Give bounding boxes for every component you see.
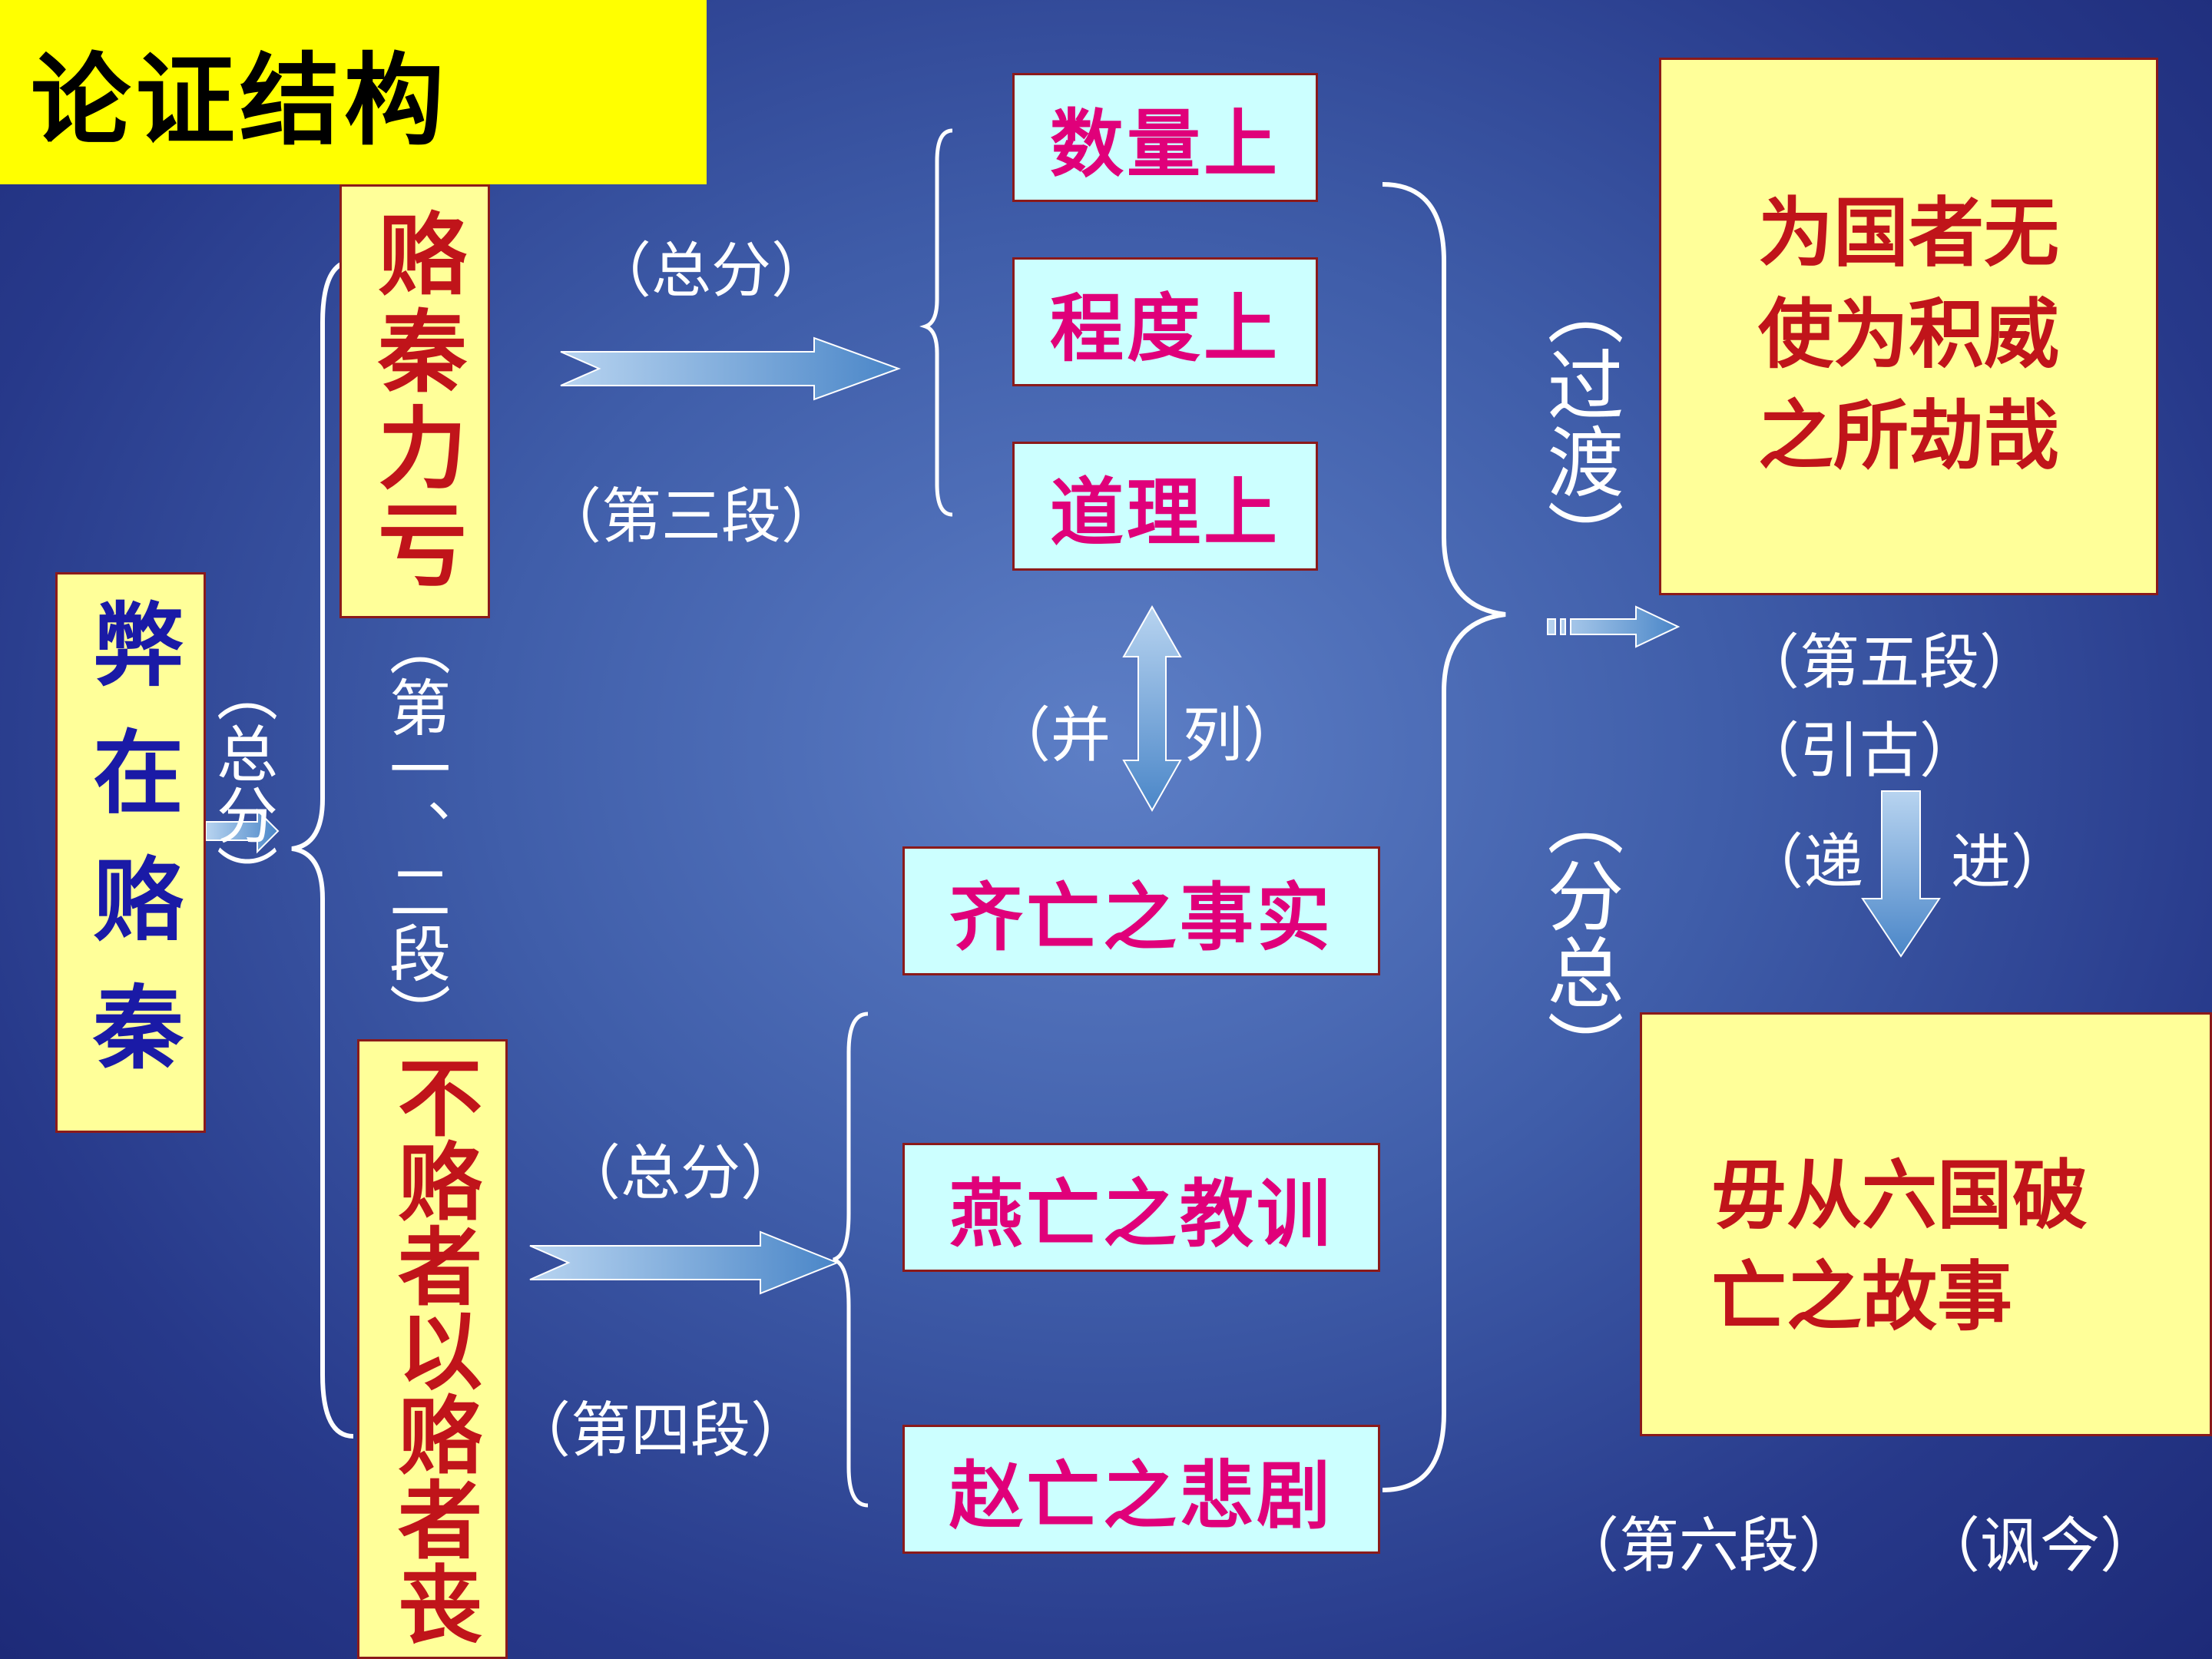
top-para-label: （第三段） bbox=[541, 482, 842, 551]
top-items-brace bbox=[919, 128, 953, 517]
top-item-2: 程度上 bbox=[1012, 257, 1318, 386]
title-bar: 论证结构 bbox=[0, 0, 707, 184]
bottom-para-label: （第四段） bbox=[511, 1396, 811, 1465]
right-big-brace bbox=[1382, 182, 1506, 1492]
yingu-label: （引古） bbox=[1740, 717, 1980, 786]
top-item-3-text: 道理上 bbox=[1050, 469, 1280, 556]
bottom-item-2: 燕亡之教训 bbox=[902, 1143, 1380, 1272]
final-line-1: 毋从六国破 bbox=[1711, 1151, 2088, 1240]
progression-label-left: （递 bbox=[1743, 828, 1864, 897]
bottom-item-3: 赵亡之悲剧 bbox=[902, 1425, 1380, 1554]
transition-label: （过渡） bbox=[1534, 269, 1624, 576]
para-6-label: （第六段） bbox=[1559, 1512, 1859, 1581]
fengjin-label: （讽今） bbox=[1920, 1512, 2161, 1581]
parallel-label-left: （并 bbox=[991, 701, 1111, 770]
para-5-label: （第五段） bbox=[1740, 628, 2040, 697]
top-relation-label: （总分） bbox=[591, 237, 832, 306]
final-line-2: 亡之故事 bbox=[1711, 1253, 2013, 1341]
bottom-item-2-text: 燕亡之教训 bbox=[949, 1170, 1333, 1257]
bottom-item-3-text: 赵亡之悲剧 bbox=[949, 1452, 1333, 1539]
branch-top-box: 赂秦力亏 bbox=[339, 184, 490, 618]
thesis-text: 弊在赂秦 bbox=[77, 598, 184, 1108]
bottom-item-1: 齐亡之事实 bbox=[902, 846, 1380, 975]
progression-label-right: 进） bbox=[1951, 828, 2071, 897]
top-item-1-text: 数量上 bbox=[1050, 100, 1280, 187]
fenzong-label: （分总） bbox=[1534, 780, 1624, 1087]
progression-down-arrow bbox=[1861, 790, 1941, 958]
bottom-item-1-text: 齐亡之事实 bbox=[949, 873, 1333, 961]
quote-line-3: 之所劫哉 bbox=[1757, 392, 2059, 480]
final-box: 毋从六国破 亡之故事 bbox=[1640, 1012, 2212, 1436]
transition-arrow bbox=[1547, 605, 1681, 648]
bottom-relation-arrow bbox=[529, 1230, 839, 1295]
quote-line-1: 为国者无 bbox=[1757, 189, 2059, 277]
main-left-brace bbox=[291, 259, 354, 1439]
thesis-arrow bbox=[205, 808, 280, 854]
quote-line-2: 使为积威 bbox=[1757, 290, 2059, 379]
top-item-2-text: 程度上 bbox=[1050, 284, 1280, 372]
parallel-label-right: 列） bbox=[1183, 701, 1303, 770]
top-relation-arrow bbox=[560, 336, 901, 401]
top-item-3: 道理上 bbox=[1012, 442, 1318, 571]
branch-bottom-text: 不赂者以赂者丧 bbox=[383, 1053, 482, 1645]
thesis-relation-label: （总分） bbox=[207, 661, 278, 906]
branch-bottom-box: 不赂者以赂者丧 bbox=[357, 1039, 508, 1659]
page-title: 论证结构 bbox=[31, 42, 449, 159]
bottom-relation-label: （总分） bbox=[561, 1139, 801, 1208]
thesis-box: 弊在赂秦 bbox=[55, 572, 206, 1133]
para-1-2-label: （第一、二段） bbox=[379, 614, 451, 1045]
branch-top-text: 赂秦力亏 bbox=[363, 207, 467, 595]
parallel-double-arrow bbox=[1122, 604, 1182, 813]
bottom-items-brace bbox=[833, 1012, 869, 1508]
quote-box: 为国者无 使为积威 之所劫哉 bbox=[1659, 58, 2158, 595]
top-item-1: 数量上 bbox=[1012, 73, 1318, 202]
